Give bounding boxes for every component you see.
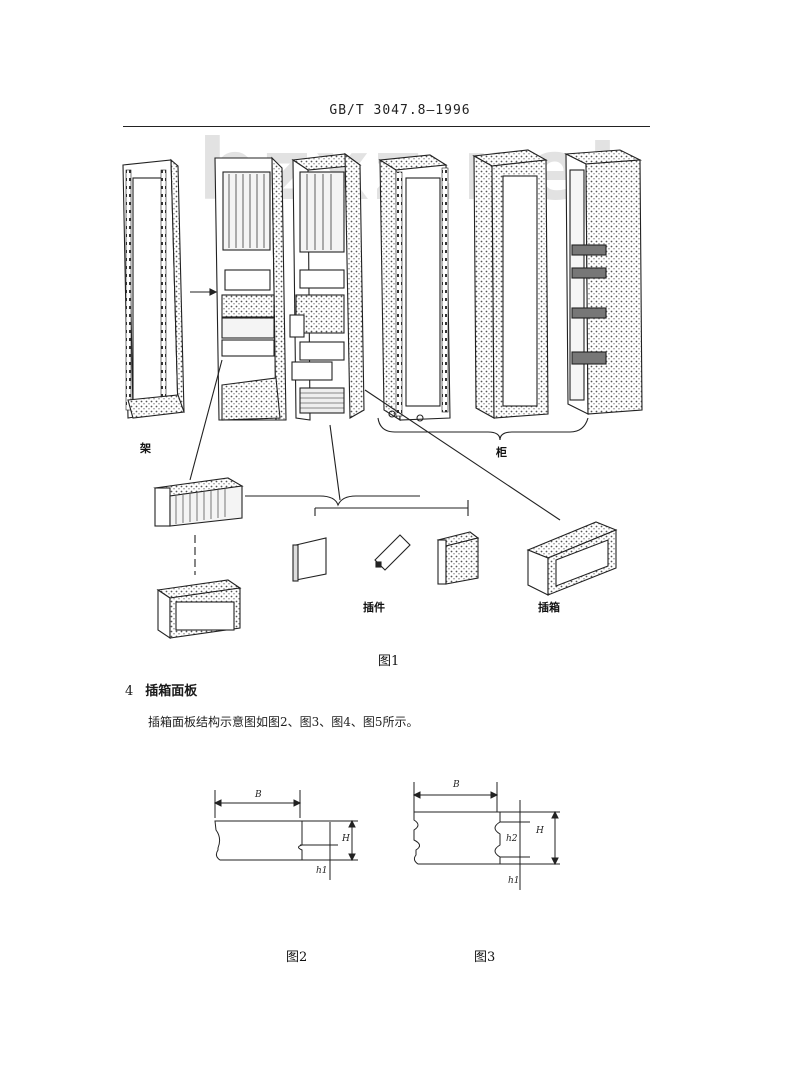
- fig2-dim-h1: h1: [316, 866, 328, 876]
- cabinet-brace: [377, 417, 589, 441]
- standard-number: GB/T 3047.8—1996: [329, 103, 471, 118]
- section-paragraph: 插箱面板结构示意图如图2、图3、图4、图5所示。: [148, 715, 419, 729]
- fig2-dim-b: B: [255, 790, 262, 800]
- assembly-arrow: [190, 288, 218, 296]
- section-heading: 4 插箱面板: [125, 680, 197, 699]
- leader-line: [364, 389, 561, 521]
- leader-line: [189, 359, 223, 481]
- leader-line: [329, 424, 341, 501]
- figure-3-drawing: [412, 782, 560, 890]
- plug-in-card-1: [292, 537, 327, 582]
- equipped-cabinet-drawing: [289, 152, 365, 421]
- subrack-empty-drawing: [156, 579, 242, 640]
- label-subrack: 插箱: [538, 601, 560, 614]
- label-plug-in: 插件: [363, 601, 385, 614]
- subrack-right-drawing: [526, 521, 618, 596]
- equipped-rack-drawing: [214, 156, 287, 421]
- label-rack: 架: [140, 442, 151, 455]
- label-cabinet: 柜: [496, 446, 507, 459]
- plug-in-card-3: [436, 531, 480, 585]
- fig3-dim-b: B: [453, 780, 460, 790]
- rack-frame-drawing: [122, 158, 185, 419]
- figure-2-drawing: [213, 790, 358, 880]
- section-title: 插箱面板: [145, 684, 198, 699]
- plug-in-card-2: [374, 534, 411, 571]
- cabinet-shelved-drawing: [563, 149, 643, 415]
- fig3-dim-h: H: [536, 826, 544, 836]
- cabinet-open-frame-drawing: [378, 154, 451, 422]
- fig2-dim-h: H: [342, 834, 350, 844]
- figure-3-caption: 图3: [474, 950, 496, 965]
- fig3-dim-h2: h2: [506, 834, 518, 844]
- section-number: 4: [125, 684, 134, 699]
- plug-in-brace: [245, 495, 420, 507]
- subrack-loaded-drawing: [153, 477, 244, 527]
- figure-2-caption: 图2: [286, 950, 308, 965]
- figure-1-caption: 图1: [378, 654, 400, 669]
- fig3-dim-h1: h1: [508, 876, 520, 886]
- header-rule: [123, 126, 650, 127]
- cabinet-enclosed-drawing: [472, 149, 549, 419]
